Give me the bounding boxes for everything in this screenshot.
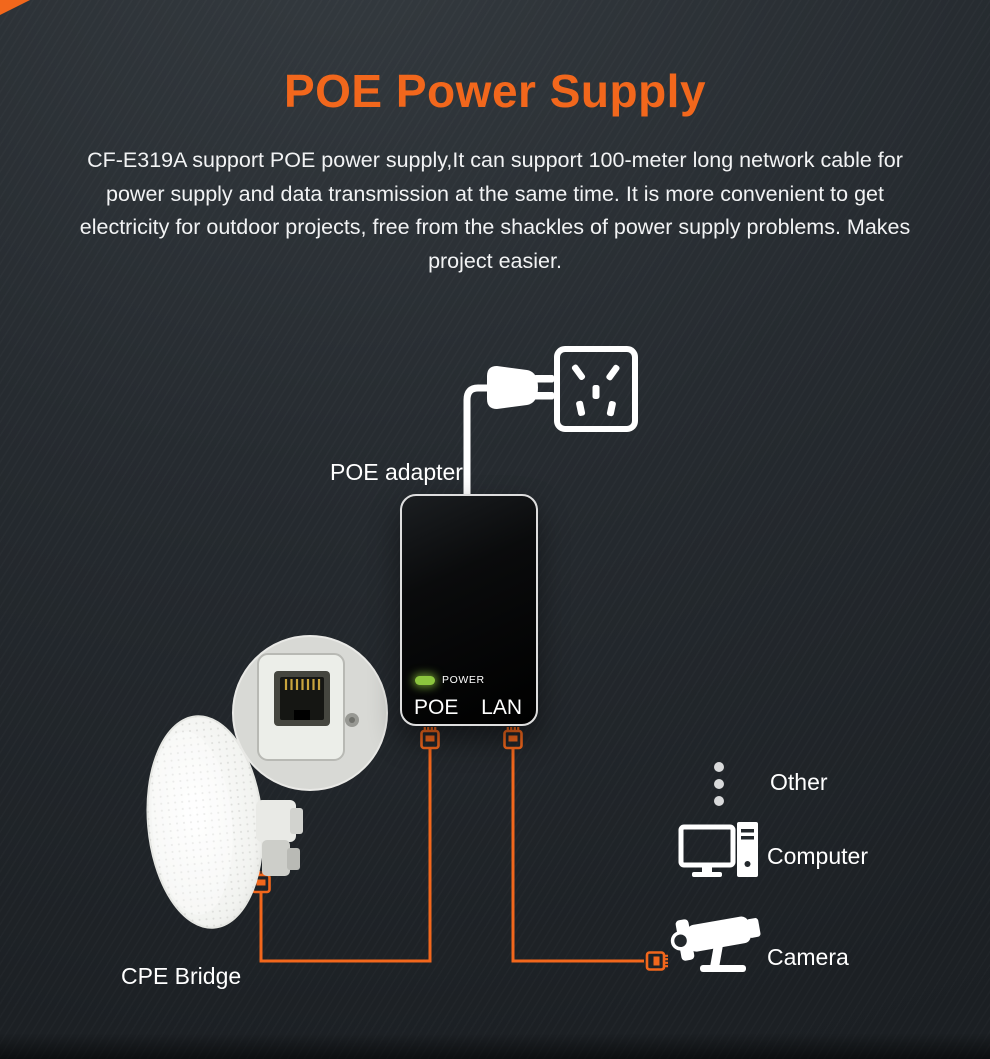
other-label: Other	[770, 769, 828, 795]
lan-port-label: LAN	[481, 696, 522, 719]
rj45-connector-poe-icon	[420, 725, 440, 750]
camera-label: Camera	[767, 944, 849, 970]
lan-wire	[511, 748, 644, 963]
vertical-dots-icon	[714, 762, 724, 806]
camera-icon	[670, 916, 761, 972]
cpe-bridge-icon	[146, 715, 303, 929]
poe-wire	[259, 748, 432, 963]
computer-label: Computer	[767, 843, 868, 869]
wiring	[259, 748, 644, 963]
poe-adapter-label: POE adapter	[330, 459, 463, 485]
port-closeup-inset	[232, 635, 388, 791]
power-indicator: POWER	[415, 674, 485, 686]
power-indicator-label: POWER	[442, 674, 485, 686]
ethernet-port-icon	[233, 636, 387, 790]
page-title: POE Power Supply	[283, 65, 707, 117]
power-led	[415, 675, 435, 685]
computer-icon	[678, 822, 758, 877]
corner-accent	[0, 0, 30, 15]
power-cable	[463, 384, 496, 504]
poe-port-label: POE	[414, 696, 459, 719]
cpe-bridge-label: CPE Bridge	[121, 963, 242, 989]
rj45-connector-camera-icon	[645, 951, 670, 971]
poe-adapter: POWER POE LAN	[400, 494, 538, 726]
page-description: CF-E319A support POE power supply,It can…	[79, 148, 911, 273]
rj45-connector-lan-icon	[503, 725, 523, 750]
wall-socket-icon	[554, 346, 638, 432]
adapter-ports: POE LAN	[402, 696, 536, 720]
power-plug-icon	[463, 366, 554, 504]
